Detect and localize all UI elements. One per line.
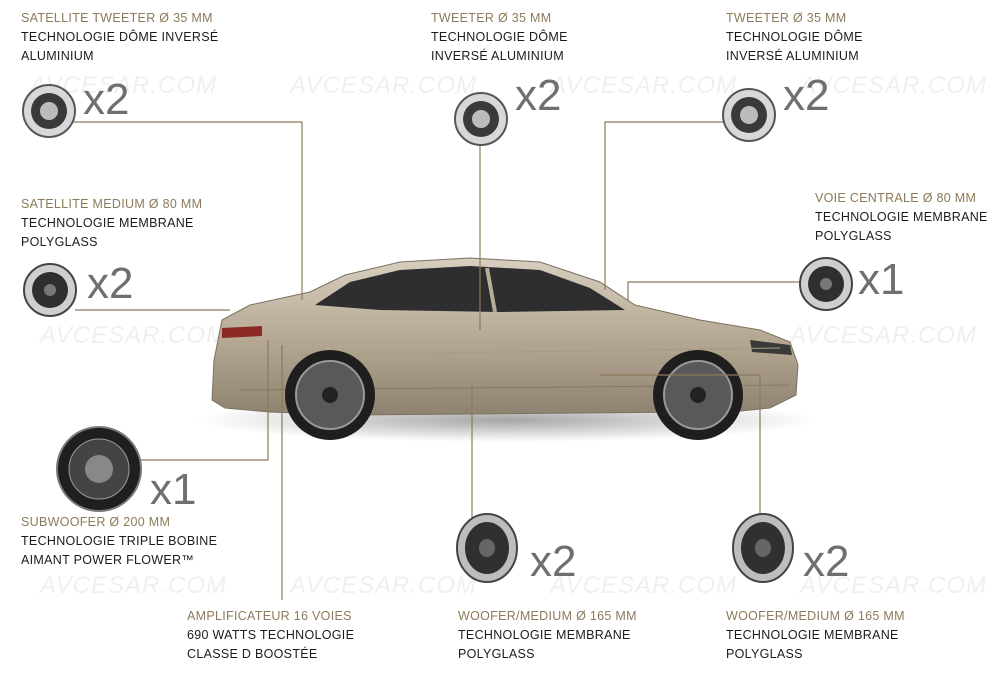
woofer-icon: [732, 513, 794, 583]
label-satellite-tweeter: SATELLITE TWEETER Ø 35 MM TECHNOLOGIE DÔ…: [21, 9, 219, 66]
watermark: AVCESAR.COM: [550, 72, 738, 99]
medium-speaker-icon: [799, 257, 853, 311]
connector-lines: [72, 121, 800, 600]
quantity: x2: [515, 71, 562, 120]
component-title: SATELLITE MEDIUM Ø 80 MM: [21, 197, 203, 211]
watermark: AVCESAR.COM: [550, 572, 738, 599]
watermark: AVCESAR.COM: [40, 322, 228, 349]
component-title: TWEETER Ø 35 MM: [431, 11, 552, 25]
car: [195, 257, 815, 442]
label-satellite-medium: SATELLITE MEDIUM Ø 80 MM TECHNOLOGIE MEM…: [21, 195, 202, 252]
component-title: AMPLIFICATEUR 16 VOIES: [187, 609, 352, 623]
component-spec: TECHNOLOGIE MEMBRANE: [21, 216, 194, 230]
component-spec: TECHNOLOGIE DÔME: [431, 30, 568, 44]
label-subwoofer: SUBWOOFER Ø 200 MM TECHNOLOGIE TRIPLE BO…: [21, 513, 217, 570]
component-spec: INVERSÉ ALUMINIUM: [431, 49, 564, 63]
component-spec: TECHNOLOGIE DÔME: [726, 30, 863, 44]
watermark: AVCESAR.COM: [800, 72, 988, 99]
component-spec: POLYGLASS: [726, 647, 803, 661]
watermark: AVCESAR.COM: [40, 572, 228, 599]
label-woofer-right: WOOFER/MEDIUM Ø 165 MM TECHNOLOGIE MEMBR…: [726, 607, 905, 664]
component-spec: CLASSE D BOOSTÉE: [187, 647, 318, 661]
component-spec: TECHNOLOGIE DÔME INVERSÉ: [21, 30, 219, 44]
component-title: TWEETER Ø 35 MM: [726, 11, 847, 25]
component-title: SUBWOOFER Ø 200 MM: [21, 515, 171, 529]
component-spec: 690 WATTS TECHNOLOGIE: [187, 628, 355, 642]
component-spec: ALUMINIUM: [21, 49, 94, 63]
tweeter-icon: [722, 88, 776, 142]
medium-speaker-icon: [23, 263, 77, 317]
component-spec: POLYGLASS: [458, 647, 535, 661]
quantity: x1: [858, 255, 905, 304]
tweeter-icon: [22, 84, 76, 138]
component-spec: TECHNOLOGIE TRIPLE BOBINE: [21, 534, 218, 548]
component-title: WOOFER/MEDIUM Ø 165 MM: [458, 609, 637, 623]
label-amplificateur: AMPLIFICATEUR 16 VOIES 690 WATTS TECHNOL…: [187, 607, 354, 664]
component-spec: TECHNOLOGIE MEMBRANE: [726, 628, 899, 642]
component-spec: INVERSÉ ALUMINIUM: [726, 49, 859, 63]
label-voie-centrale: VOIE CENTRALE Ø 80 MM TECHNOLOGIE MEMBRA…: [815, 189, 988, 246]
watermark: AVCESAR.COM: [800, 572, 988, 599]
component-spec: POLYGLASS: [815, 229, 892, 243]
quantity: x2: [803, 537, 850, 586]
component-title: VOIE CENTRALE Ø 80 MM: [815, 191, 977, 205]
label-tweeter-right: TWEETER Ø 35 MM TECHNOLOGIE DÔME INVERSÉ…: [726, 9, 863, 66]
component-spec: POLYGLASS: [21, 235, 98, 249]
woofer-icon: [456, 513, 518, 583]
tweeter-icon: [454, 92, 508, 146]
component-title: WOOFER/MEDIUM Ø 165 MM: [726, 609, 905, 623]
quantity: x2: [87, 259, 134, 308]
component-spec: TECHNOLOGIE MEMBRANE: [815, 210, 988, 224]
component-title: SATELLITE TWEETER Ø 35 MM: [21, 11, 213, 25]
label-woofer-center: WOOFER/MEDIUM Ø 165 MM TECHNOLOGIE MEMBR…: [458, 607, 637, 664]
label-tweeter-center: TWEETER Ø 35 MM TECHNOLOGIE DÔME INVERSÉ…: [431, 9, 568, 66]
watermark: AVCESAR.COM: [290, 572, 478, 599]
watermark: AVCESAR.COM: [790, 322, 978, 349]
quantity: x2: [83, 75, 130, 124]
quantity: x1: [150, 465, 197, 514]
component-spec: TECHNOLOGIE MEMBRANE: [458, 628, 631, 642]
quantity: x2: [783, 71, 830, 120]
quantity: x2: [530, 537, 577, 586]
component-spec: AIMANT POWER FLOWER™: [21, 553, 195, 567]
subwoofer-icon: [56, 426, 142, 512]
watermark: AVCESAR.COM: [290, 72, 478, 99]
